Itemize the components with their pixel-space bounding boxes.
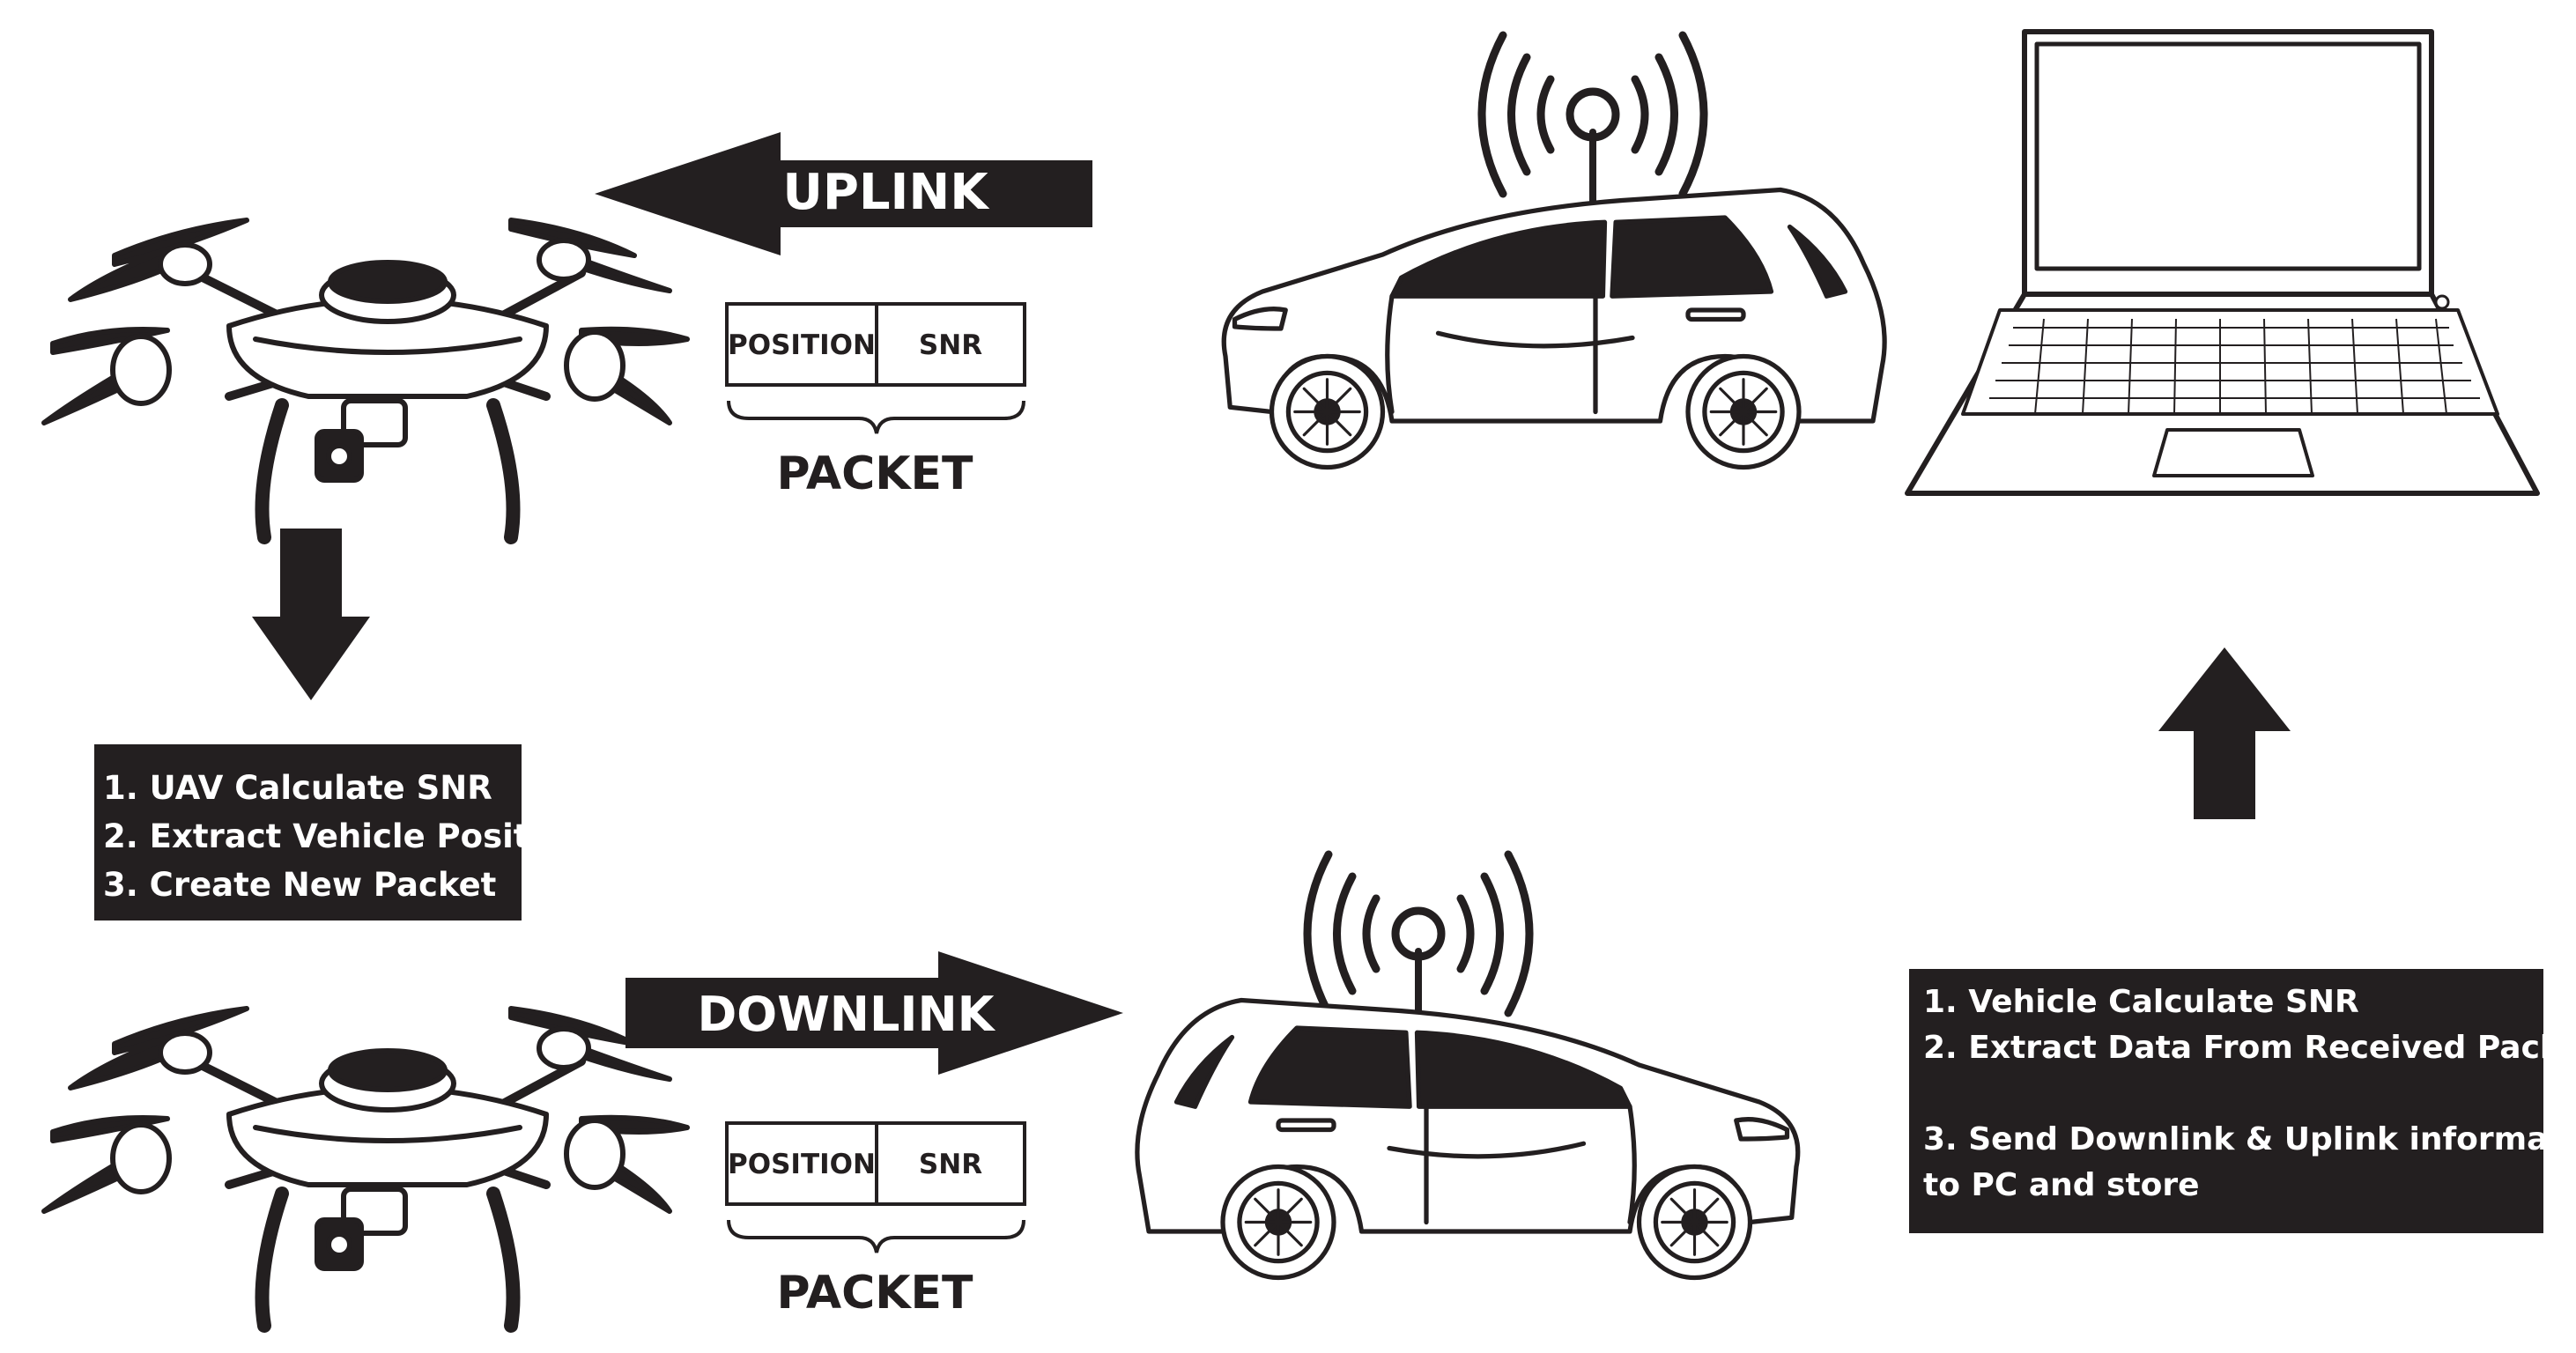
car-icon <box>1224 190 1884 468</box>
vehicle-steps-box: 1. Vehicle Calculate SNR 2. Extract Data… <box>1909 969 2576 1233</box>
drone-icon <box>44 220 687 537</box>
packet-brace <box>727 1219 1025 1253</box>
vehicle-step: to PC and store <box>1923 1167 2200 1203</box>
car-icon <box>1137 1001 1798 1278</box>
downlink-label: DOWNLINK <box>697 987 996 1042</box>
downlink-arrow: DOWNLINK <box>625 951 1123 1075</box>
packet-field-snr: SNR <box>919 1149 982 1180</box>
drone-icon <box>44 1009 687 1326</box>
packet-field-position: POSITION <box>728 329 876 361</box>
packet-field-position: POSITION <box>728 1149 876 1180</box>
uav-step: 3. Create New Packet <box>103 866 497 904</box>
vehicle-step: 3. Send Downlink & Uplink information <box>1923 1121 2576 1157</box>
uplink-packet: POSITION SNR PACKET <box>725 302 1026 500</box>
laptop-icon <box>1905 29 2540 496</box>
uav-step: 2. Extract Vehicle Position <box>103 817 586 855</box>
packet-field-snr: SNR <box>919 329 982 361</box>
packet-brace <box>727 400 1025 434</box>
packet-caption: PACKET <box>776 447 973 500</box>
arrow-up-icon <box>2158 647 2291 819</box>
uav-steps-box: 1. UAV Calculate SNR 2. Extract Vehicle … <box>94 744 586 920</box>
uplink-label: UPLINK <box>782 164 990 221</box>
downlink-packet: POSITION SNR PACKET <box>725 1121 1026 1320</box>
uplink-arrow: UPLINK <box>595 132 1092 255</box>
uav-step: 1. UAV Calculate SNR <box>103 769 492 807</box>
packet-caption: PACKET <box>776 1267 973 1320</box>
vehicle-step: 1. Vehicle Calculate SNR <box>1923 984 2359 1020</box>
arrow-down-icon <box>252 529 370 700</box>
vehicle-step: 2. Extract Data From Received Packet <box>1923 1030 2576 1066</box>
